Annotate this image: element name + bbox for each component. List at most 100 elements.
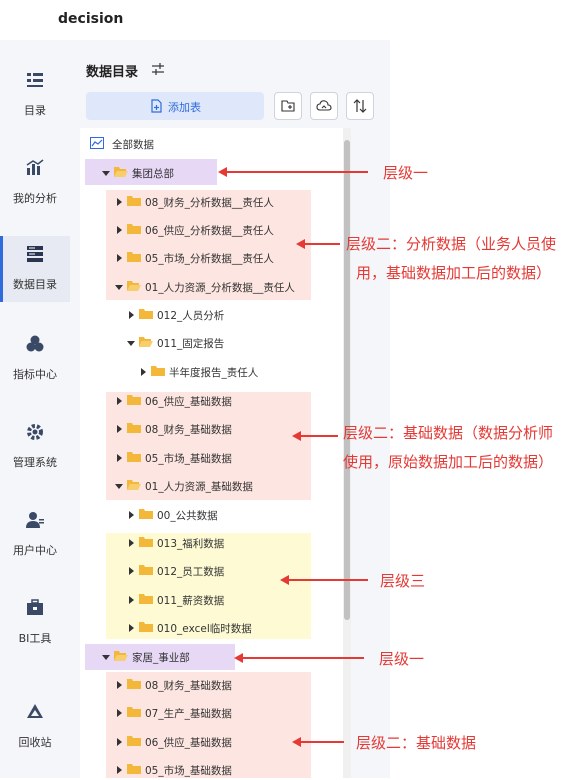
- add-table-button[interactable]: 添加表: [86, 92, 264, 120]
- folder-icon: [127, 224, 141, 234]
- annotation-level1: 层级一: [218, 158, 468, 186]
- catalog-icon: [27, 73, 43, 87]
- nav-item-metrics-center[interactable]: 指标中心: [0, 326, 70, 392]
- new-folder-icon: [281, 100, 295, 112]
- collapsed-caret-icon: [117, 425, 122, 433]
- nav-item-admin[interactable]: 管理系统: [0, 414, 70, 480]
- panel-title: 数据目录: [86, 65, 139, 80]
- annotation-text: 层级一: [379, 650, 425, 668]
- chart-icon: [26, 159, 44, 175]
- annotation-level2-base: 层级二：基础数据: [292, 728, 512, 756]
- level2-base-highlight: [106, 392, 311, 500]
- tree-node-label: 010_excel临时数据: [157, 623, 252, 635]
- annotation-text: 层级三: [380, 572, 426, 590]
- arrow-left-icon: [280, 575, 368, 585]
- annotation-text: 层级二：基础数据: [356, 734, 477, 752]
- folder-open-icon: [114, 167, 128, 177]
- arrow-left-icon: [218, 167, 368, 177]
- folder-icon: [139, 537, 153, 547]
- folder-icon: [139, 565, 153, 575]
- level2-analysis-highlight: [106, 190, 311, 300]
- nav-label: 数据目录: [13, 278, 57, 291]
- user-icon: [26, 512, 44, 528]
- annotation-level1: 层级一: [234, 644, 474, 672]
- add-table-label: 添加表: [168, 101, 201, 114]
- collapsed-caret-icon: [117, 198, 122, 206]
- tree-node-label: 08_财务_基础数据: [145, 424, 232, 436]
- tree-node-label: 08_财务_基础数据: [145, 680, 232, 692]
- level3-highlight: [106, 533, 311, 639]
- folder-icon: [151, 366, 165, 376]
- folder-icon: [127, 736, 141, 746]
- collapsed-caret-icon: [117, 681, 122, 689]
- tree-node-label: 05_市场_基础数据: [145, 453, 232, 465]
- tree-node-label: 011_固定报告: [157, 338, 225, 350]
- folder-open-icon: [127, 480, 141, 490]
- arrow-left-icon: [292, 737, 344, 747]
- new-folder-button[interactable]: [274, 92, 302, 120]
- folder-icon: [127, 252, 141, 262]
- annotation-level3: 层级三: [280, 566, 480, 594]
- collapsed-caret-icon: [141, 368, 146, 376]
- annotation-level2-analysis-arrow: [296, 230, 346, 258]
- tree-root-label: 全部数据: [112, 139, 154, 151]
- folder-icon: [127, 423, 141, 433]
- tree-node-label: 08_财务_分析数据__责任人: [145, 197, 274, 209]
- nav-item-catalog[interactable]: 目录: [0, 62, 70, 128]
- trend-icon: [90, 137, 104, 149]
- sort-button[interactable]: [346, 92, 374, 120]
- nav-label: 回收站: [18, 736, 52, 749]
- tree-node-label: 家居_事业部: [132, 652, 190, 664]
- left-nav: 目录 我的分析 数据目录 指标中心 管理系统 用户中心: [0, 40, 70, 778]
- tree-node-label: 012_员工数据: [157, 566, 225, 578]
- tree-node-label: 05_市场_基础数据: [145, 765, 232, 777]
- expanded-caret-icon: [115, 285, 123, 290]
- folder-open-icon: [139, 337, 153, 347]
- tree-scrollbar[interactable]: [343, 128, 351, 778]
- nav-label: 目录: [24, 104, 46, 117]
- tree-node-label: 01_人力资源_基础数据: [145, 481, 253, 493]
- collapsed-caret-icon: [117, 766, 122, 774]
- folder-icon: [127, 196, 141, 206]
- annotation-text: 层级二：基础数据（数据分析师: [343, 424, 554, 442]
- nav-item-user-center[interactable]: 用户中心: [0, 502, 70, 568]
- tree-node-label: 06_供应_分析数据__责任人: [145, 225, 274, 237]
- collapsed-caret-icon: [129, 624, 134, 632]
- arrow-left-icon: [296, 239, 340, 249]
- folder-icon: [139, 309, 153, 319]
- annotation-text: 使用，原始数据加工后的数据）: [343, 453, 554, 471]
- folder-icon: [139, 622, 153, 632]
- nav-item-bi-tools[interactable]: BI工具: [0, 590, 70, 656]
- gear-icon: [27, 424, 43, 440]
- level2-base-highlight: [106, 672, 311, 778]
- tree-node-label: 012_人员分析: [157, 310, 225, 322]
- tree-node-label: 集团总部: [132, 168, 174, 180]
- collapsed-caret-icon: [117, 738, 122, 746]
- tree-node-label: 05_市场_分析数据__责任人: [145, 253, 274, 265]
- scrollbar-thumb[interactable]: [344, 140, 350, 620]
- tree-node-label: 00_公共数据: [157, 510, 218, 522]
- collapsed-caret-icon: [117, 254, 122, 262]
- nav-label: 我的分析: [13, 192, 57, 205]
- expanded-caret-icon: [115, 484, 123, 489]
- annotation-text: 层级二：分析数据（业务人员使: [346, 235, 557, 253]
- folder-icon: [139, 509, 153, 519]
- tree-node-label: 半年度报告_责任人: [169, 367, 259, 379]
- folder-icon: [127, 395, 141, 405]
- collapsed-caret-icon: [117, 454, 122, 462]
- filter-settings-icon[interactable]: [150, 61, 166, 77]
- collapsed-caret-icon: [129, 311, 134, 319]
- nav-item-my-analysis[interactable]: 我的分析: [0, 150, 70, 216]
- nav-item-recycle-bin[interactable]: 回收站: [0, 694, 70, 760]
- collapsed-caret-icon: [129, 511, 134, 519]
- folder-icon: [139, 594, 153, 604]
- app-title: decision: [58, 11, 124, 27]
- recycle-icon: [27, 704, 43, 718]
- folder-icon: [127, 764, 141, 774]
- cloud-sync-button[interactable]: [310, 92, 338, 120]
- level1-highlight: [85, 644, 235, 670]
- sort-icon: [353, 99, 367, 113]
- collapsed-caret-icon: [129, 596, 134, 604]
- nav-item-data-catalog[interactable]: 数据目录: [0, 236, 70, 302]
- toolbox-icon: [27, 599, 43, 615]
